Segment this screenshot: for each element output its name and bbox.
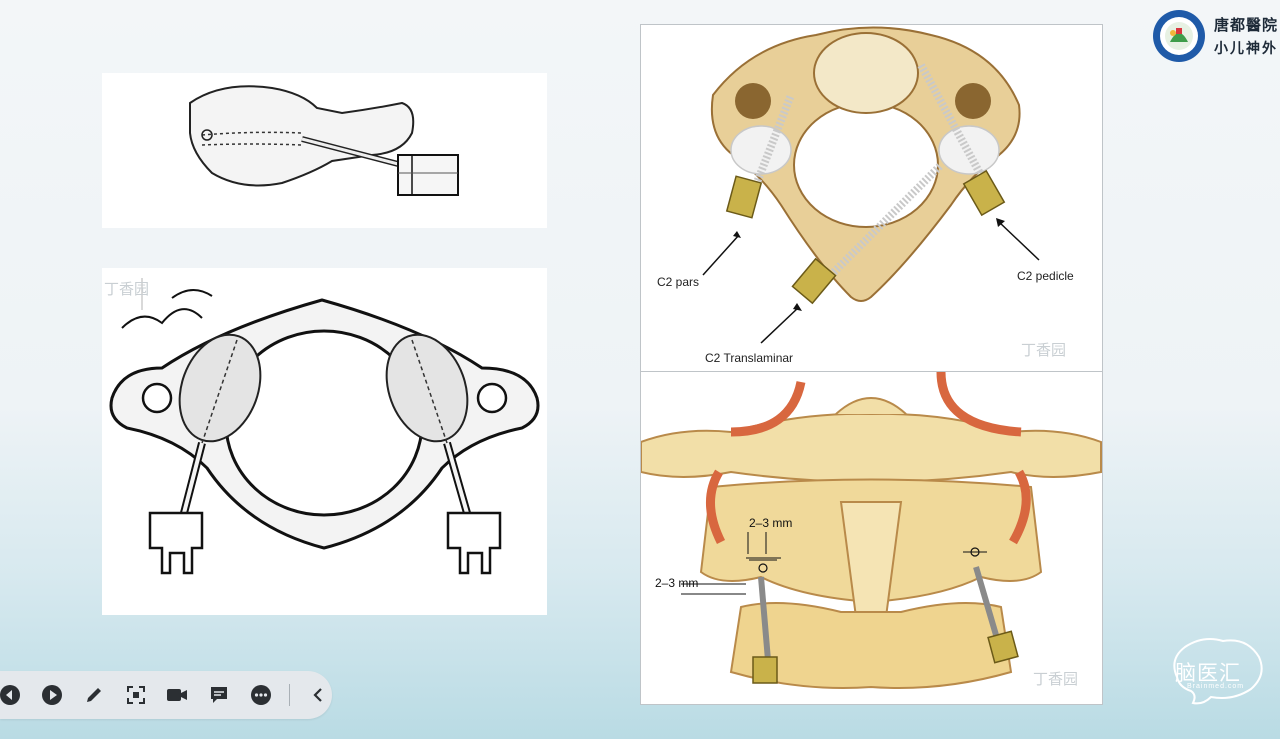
more-icon: [251, 685, 272, 705]
panel-posterior-view: 2–3 mm 2–3 mm 丁香园: [640, 372, 1103, 705]
prev-button[interactable]: [0, 681, 24, 709]
brain-outline-logo-icon: [1173, 638, 1263, 705]
collapse-icon: [313, 688, 322, 702]
c2-vertebra-illustration: [702, 26, 1040, 344]
watermark-text: 丁香园: [1021, 342, 1067, 359]
more-button[interactable]: [247, 681, 275, 709]
prev-icon: [0, 685, 20, 705]
screenshot-icon: [126, 686, 145, 704]
play-icon: [41, 685, 62, 705]
collapse-toolbar-button[interactable]: [304, 681, 332, 709]
posterior-spine-illustration: [641, 372, 1102, 689]
measure-label-side: 2–3 mm: [655, 576, 699, 590]
atlas-axial-illustration: [109, 278, 540, 575]
hospital-header: 唐都醫院 小儿神外: [1150, 8, 1280, 64]
toolbar-divider: [289, 684, 291, 706]
label-c2-pedicle: C2 pedicle: [1017, 269, 1074, 283]
label-c2-translaminar: C2 Translaminar: [705, 351, 794, 365]
pen-button[interactable]: [80, 681, 108, 709]
watermark-text: 丁香园: [1033, 671, 1079, 688]
hospital-name: 唐都醫院: [1214, 16, 1279, 34]
camera-button[interactable]: [164, 681, 192, 709]
brand-name: 脑医汇: [1175, 662, 1241, 685]
hospital-seal-logo-icon: [1153, 10, 1205, 62]
watermark-text: 丁香园: [104, 281, 150, 298]
panel-c2-trajectories: C2 pars C2 pedicle C2 Translaminar 丁香园: [640, 24, 1103, 372]
panel-atlas-axial-sketch: 丁香园: [102, 268, 547, 615]
brainmed-logo: 脑医汇 Brainmed.com: [1163, 633, 1267, 707]
screenshot-button[interactable]: [122, 681, 150, 709]
lateral-sketch-illustration: [189, 85, 459, 196]
department-name: 小儿神外: [1214, 41, 1278, 57]
presentation-toolbar: [0, 671, 332, 719]
comment-button[interactable]: [205, 681, 233, 709]
play-button[interactable]: [38, 681, 66, 709]
measure-label-top: 2–3 mm: [749, 516, 793, 530]
camera-icon: [167, 689, 188, 701]
label-c2-pars: C2 pars: [657, 275, 700, 289]
pen-icon: [86, 688, 101, 702]
panel-lateral-sketch: [102, 73, 547, 228]
brand-domain: Brainmed.com: [1187, 683, 1245, 690]
comment-icon: [211, 687, 228, 703]
